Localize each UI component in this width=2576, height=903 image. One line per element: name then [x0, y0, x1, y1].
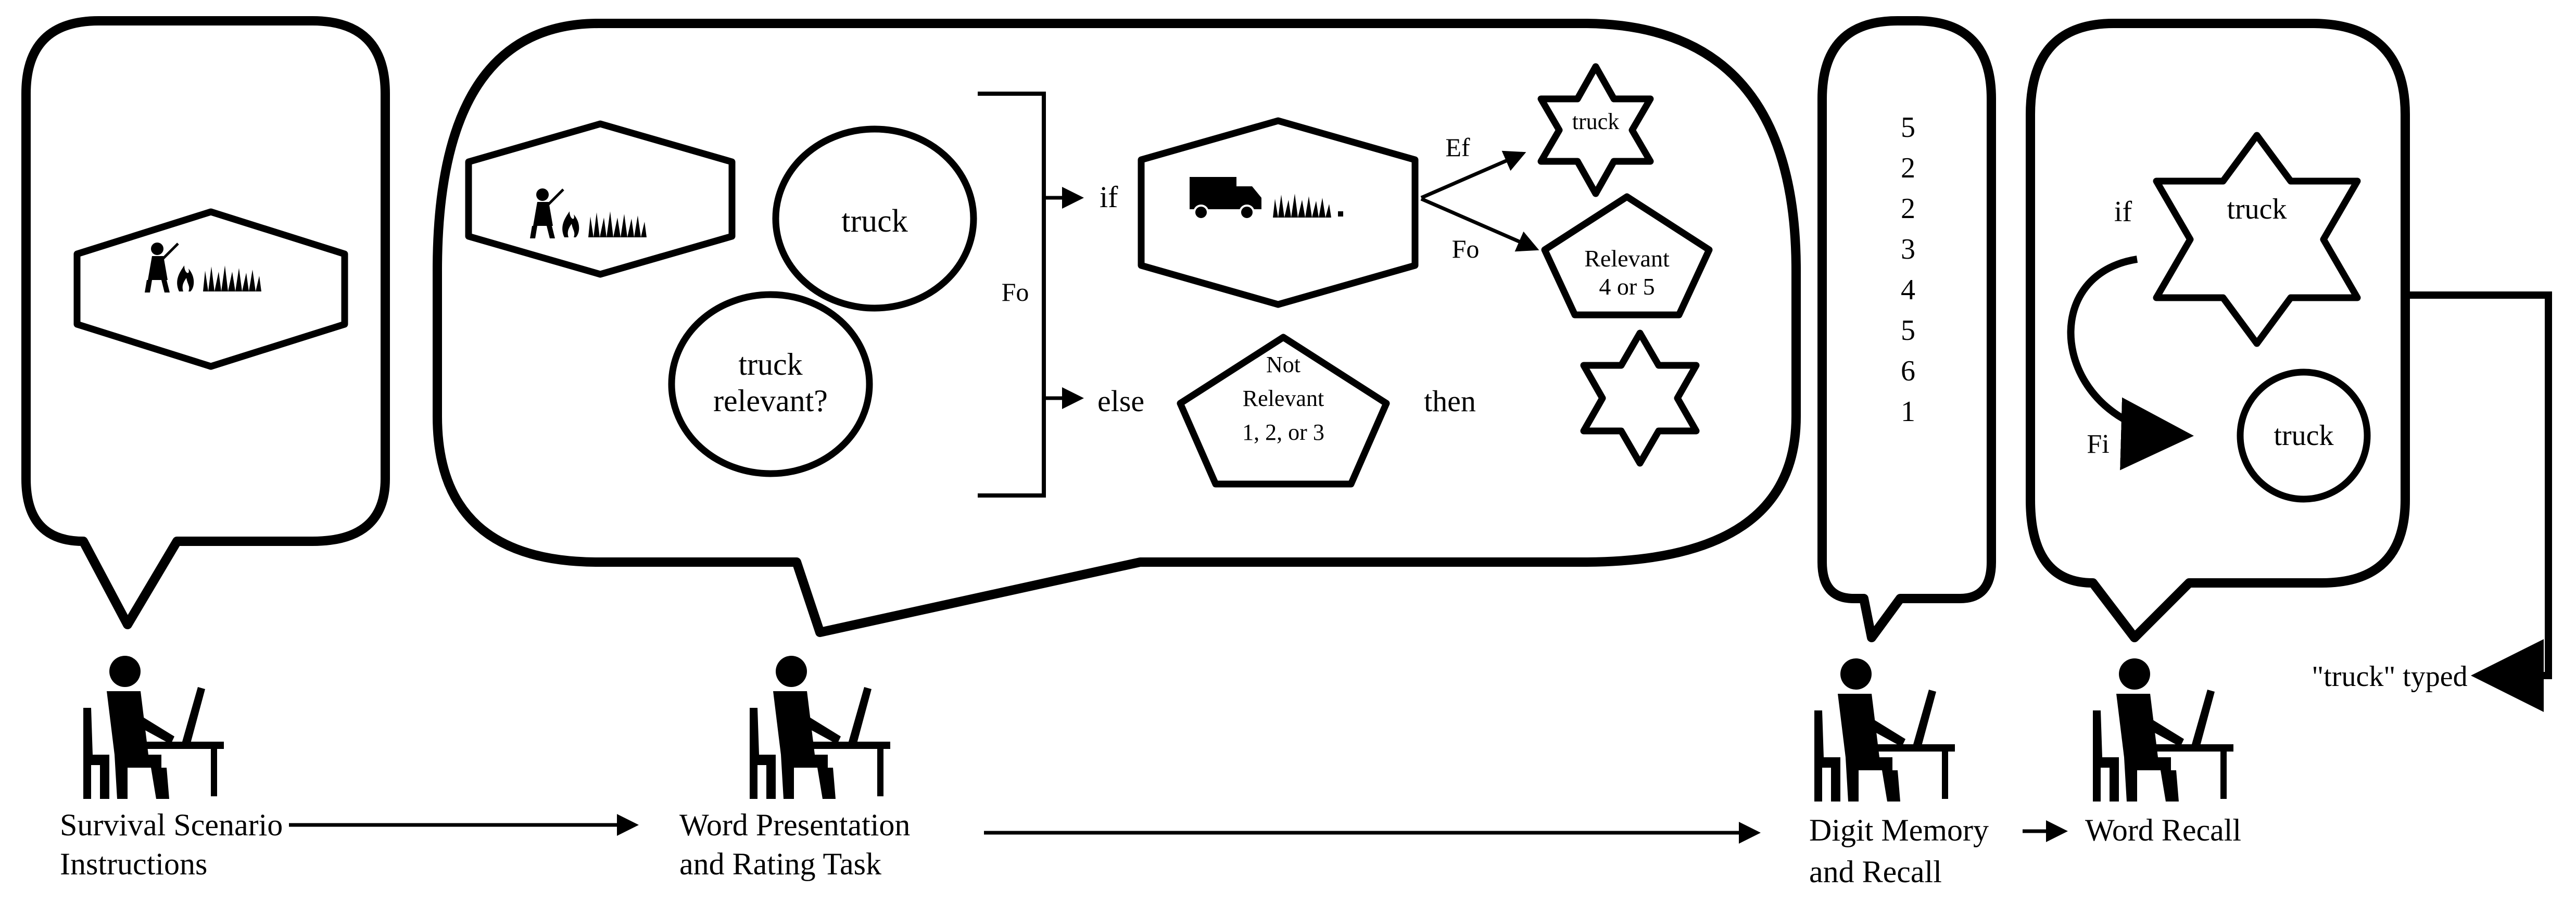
recall-word-circle [2237, 368, 2371, 503]
typed-label: "truck" typed [2312, 660, 2467, 693]
not-relevant-text: Not [1266, 352, 1300, 377]
digit: 1 [1901, 396, 1915, 428]
not-relevant-text: 1, 2, or 3 [1242, 419, 1324, 445]
digit: 5 [1901, 111, 1915, 144]
relevant-text: Relevant [1584, 245, 1670, 272]
ef-arrow [1420, 150, 1526, 200]
word-circle [772, 125, 977, 312]
star-icon [2153, 132, 2361, 347]
person-at-computer-icon [2093, 658, 2233, 802]
relevant-text: 4 or 5 [1599, 273, 1655, 300]
digit-list: 5 2 2 3 4 5 6 1 [1901, 111, 1915, 428]
fo-arrow [1420, 197, 1539, 252]
star-word-text: truck [1572, 109, 1619, 134]
digit: 3 [1901, 233, 1915, 265]
stage-label: and Rating Task [679, 847, 881, 881]
person-at-computer-icon [83, 656, 224, 799]
stage-label: and Recall [1809, 855, 1942, 889]
digit-memory-speech-bubble [1817, 16, 1996, 642]
question-text: truck [738, 347, 802, 381]
typed-arrow [2405, 291, 2552, 712]
star-icon [1580, 329, 1700, 467]
digit: 2 [1901, 193, 1915, 225]
stage-label: Word Presentation [679, 808, 910, 842]
fi-arrow [2067, 256, 2194, 470]
digit: 5 [1901, 314, 1915, 347]
stage-label: Survival Scenario [60, 808, 283, 842]
not-relevant-pentagon [1177, 334, 1390, 488]
if-label: if [1100, 180, 1118, 214]
not-relevant-text: Relevant [1243, 386, 1324, 411]
digit: 4 [1901, 274, 1915, 306]
digit: 2 [1901, 152, 1915, 184]
stage-label: Instructions [60, 847, 207, 881]
recall-if-label: if [2114, 196, 2132, 228]
star-icon [1537, 63, 1654, 197]
fo-bracket [978, 92, 1046, 498]
recall-star-word: truck [2227, 193, 2287, 225]
person-at-computer-icon [1814, 658, 1955, 802]
fo-bracket-label: Fo [1002, 277, 1029, 307]
digit: 6 [1901, 355, 1915, 387]
then-label: then [1424, 384, 1476, 418]
else-label: else [1097, 384, 1144, 418]
stage-label: Word Recall [2085, 813, 2241, 847]
recall-circle-word: truck [2274, 419, 2333, 452]
question-circle [668, 291, 873, 477]
person-at-computer-icon [750, 656, 890, 799]
ef-label: Ef [1445, 133, 1470, 162]
fo-arrow-label: Fo [1452, 234, 1480, 263]
stage-label: Digit Memory [1809, 813, 1989, 847]
word-text: truck [841, 204, 907, 239]
word-recall-speech-bubble [2026, 19, 2410, 642]
fi-label: Fi [2087, 429, 2109, 459]
question-text: relevant? [713, 384, 828, 418]
truck-scenario-hexagon [1138, 117, 1419, 308]
relevant-pentagon [1541, 193, 1713, 319]
rating-task-speech-bubble [433, 19, 1801, 637]
